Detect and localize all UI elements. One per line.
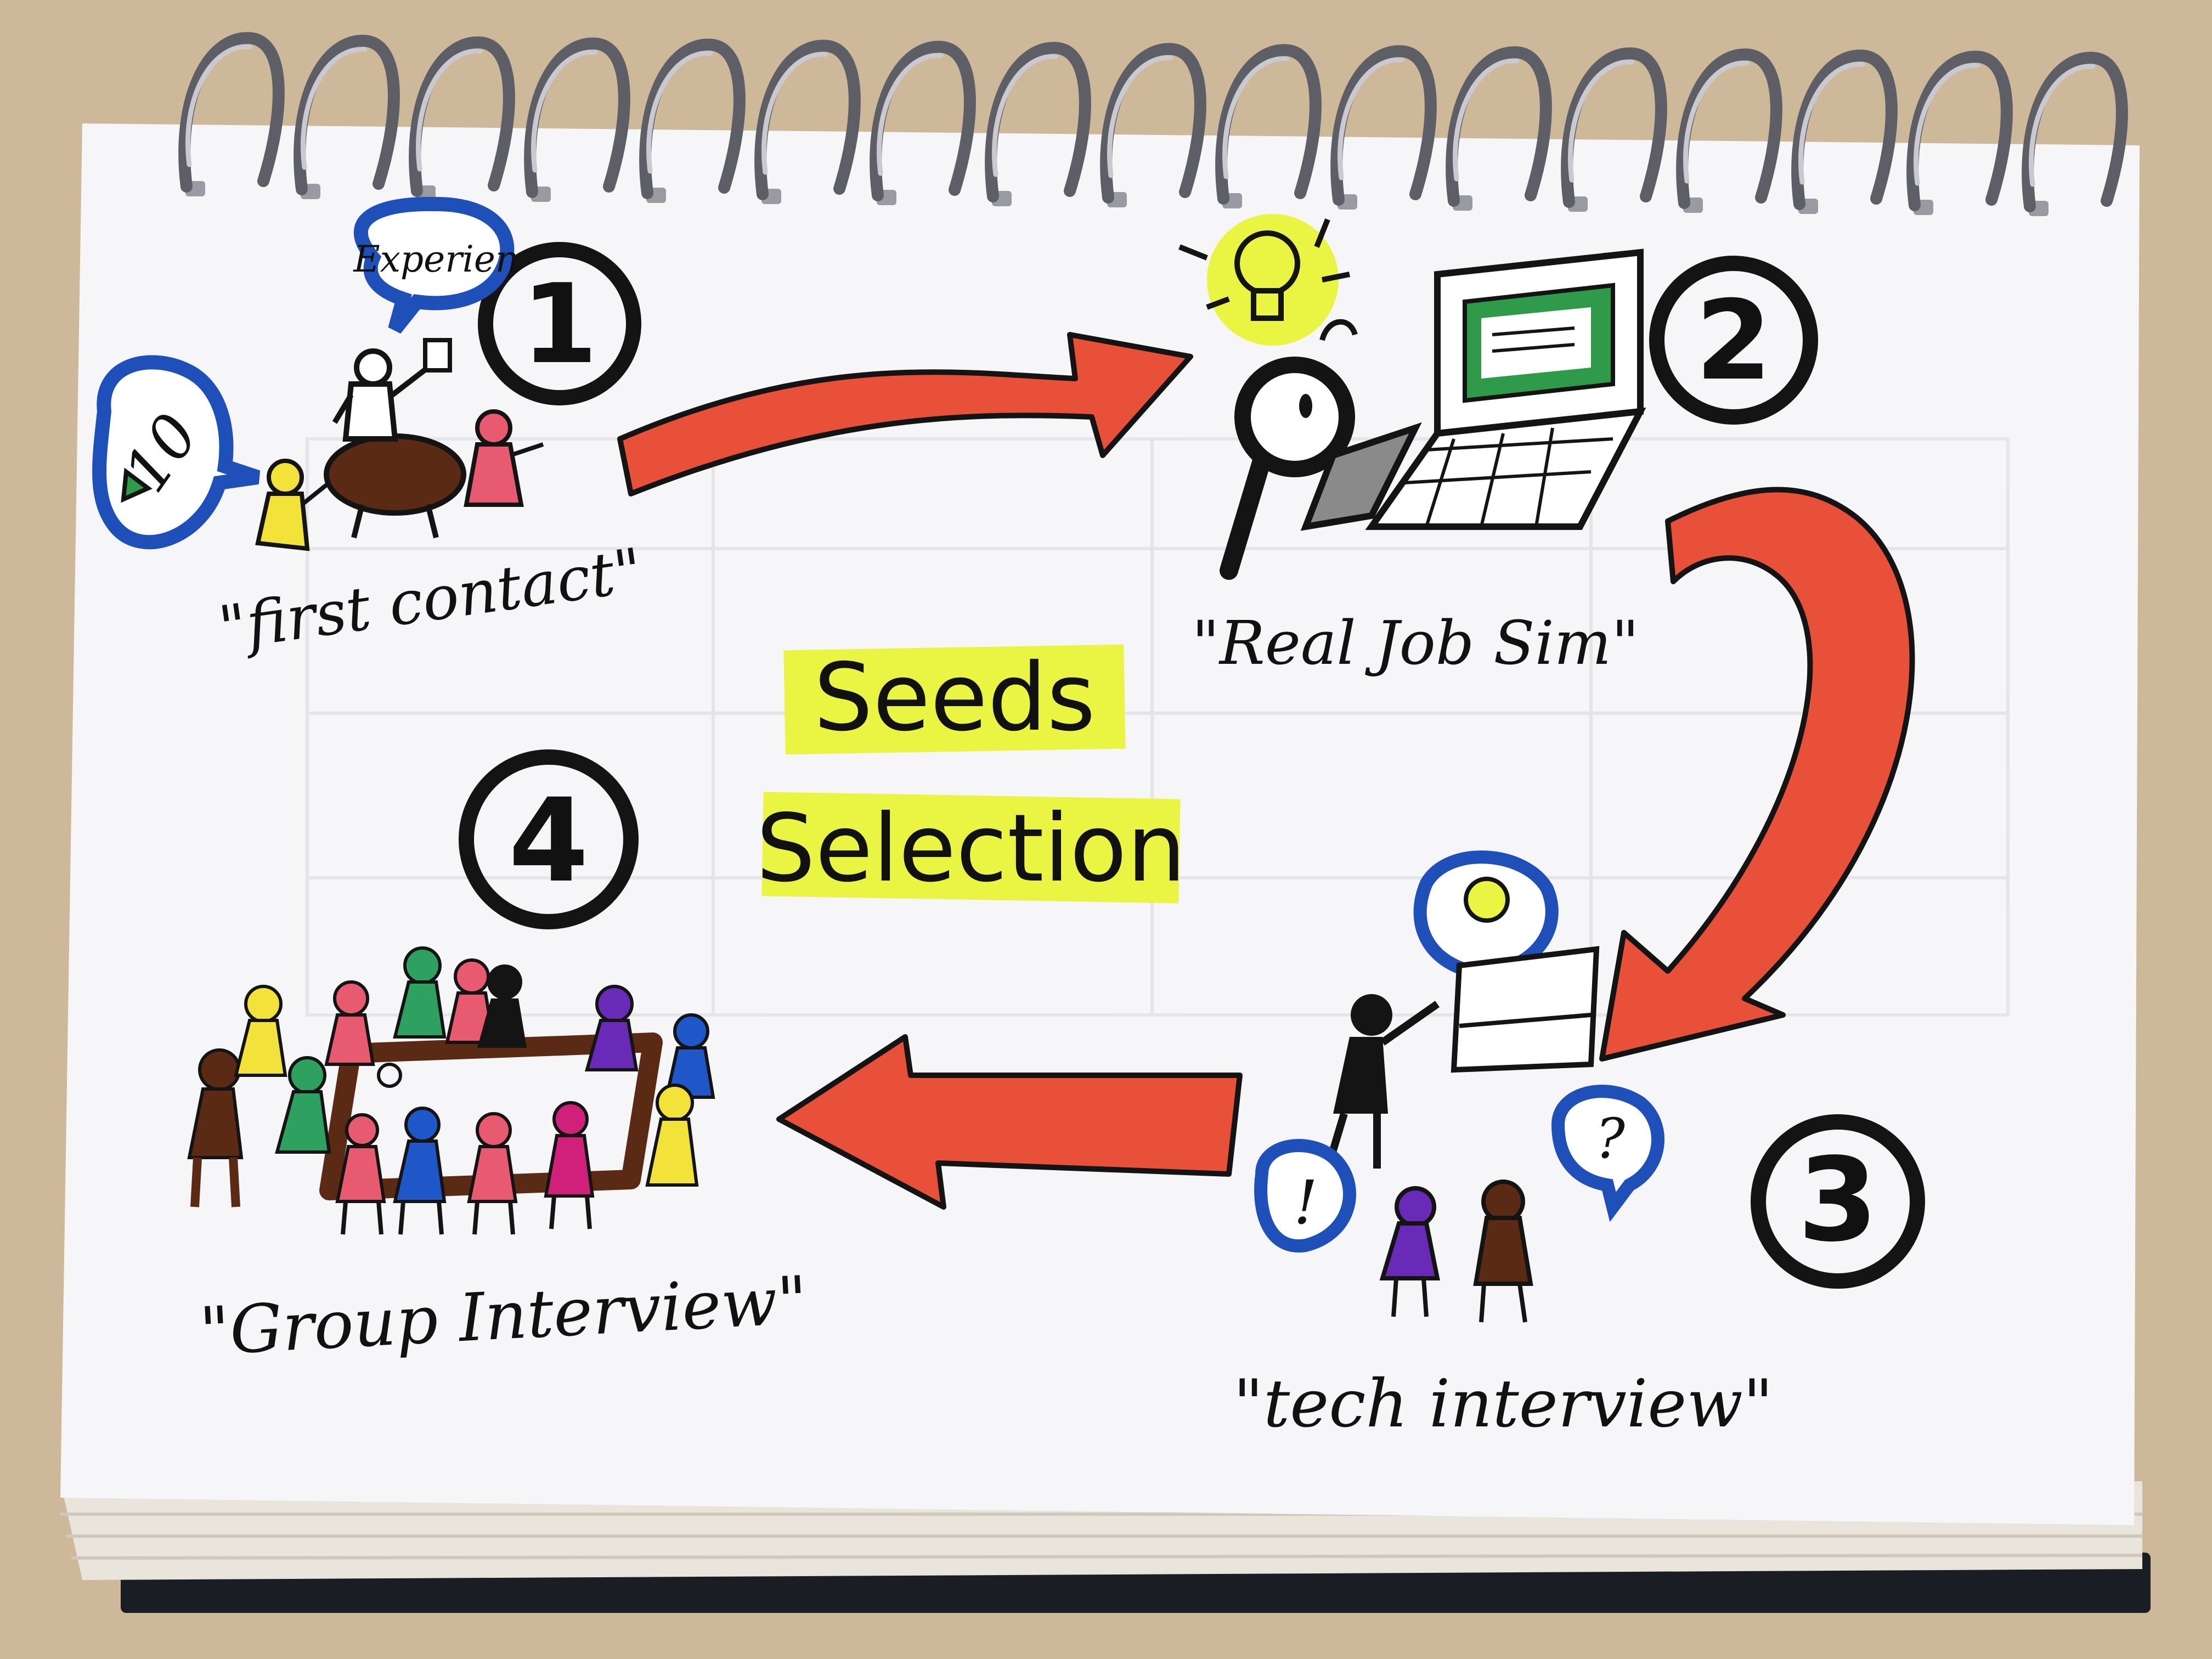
bubble-top-text: Experien [353,238,519,280]
stick-figure-icon [585,985,639,1071]
step-number: 2 [1695,277,1771,405]
spiral-binding-icon [178,32,2128,212]
step-number: 1 [521,261,597,388]
stick-figure-icon [467,1112,518,1235]
whiteboard-icon [1451,946,1600,1073]
stick-figure-icon [445,958,496,1044]
title-highlight-1 [783,644,1126,755]
title-highlight-2 [761,792,1181,904]
stick-figure-icon [324,980,375,1066]
step-number: 3 [1798,1133,1878,1267]
meeting-table-icon [324,433,466,539]
step-3-tech-interview: 3 ! ? [1233,850,1925,1442]
step-number-circle [1649,256,1818,425]
stick-figure-icon [255,459,331,551]
stick-figure-icon [393,946,447,1039]
stick-figure-icon [464,409,544,507]
lightbulb-icon [1178,214,1350,346]
speech-bubble-icon: ! [1254,1139,1356,1253]
stick-figure-icon [477,964,527,1048]
arrow-step2-to-step3 [1599,487,1915,1062]
bubble-right-text: ? [1595,1107,1626,1171]
stick-figure-icon [187,1048,244,1207]
stick-figure-icon [275,1056,331,1154]
step-4-group-interview: 4 [187,749,809,1370]
bubble-left-text: ! [1294,1167,1318,1238]
stick-figure-icon [332,338,452,442]
speech-bubble-icon [1413,850,1559,1017]
diagram-title: Seeds Selection [756,644,1186,904]
step-number: 4 [509,774,589,908]
arrow-step3-to-step4 [776,1034,1243,1210]
step-number-circle [1751,1114,1925,1289]
step-label: "Real Job Sim" [1192,608,1639,678]
speech-bubble-icon: 10 [92,355,261,550]
stick-figure-icon [393,1107,447,1235]
stick-figure-icon [1379,1186,1440,1317]
stick-figure-icon [234,985,287,1077]
title-line-1: Seeds [814,644,1096,752]
stick-figure-icon [1473,1180,1533,1323]
stick-figure-icon [335,1113,386,1235]
step-label: "tech interview" [1233,1366,1773,1442]
cursor-icon [121,467,153,503]
arrow-step1-to-step2 [617,332,1193,496]
speech-bubble-icon: Experien [353,196,519,334]
stick-figure-icon [544,1101,595,1229]
speech-bubble-icon: ? [1551,1085,1664,1222]
stick-figure-icon [645,1084,699,1187]
meeting-table-icon [319,1032,663,1200]
stick-figure-icon [1324,994,1440,1170]
step-number-circle [478,242,641,405]
step-2-real-job-sim: 2 "Real Job Sim" [1178,214,1818,678]
laptop-icon [1365,249,1646,530]
title-line-2: Selection [756,794,1186,903]
step-number-circle [459,749,639,929]
magnifier-person-icon [1220,319,1422,580]
